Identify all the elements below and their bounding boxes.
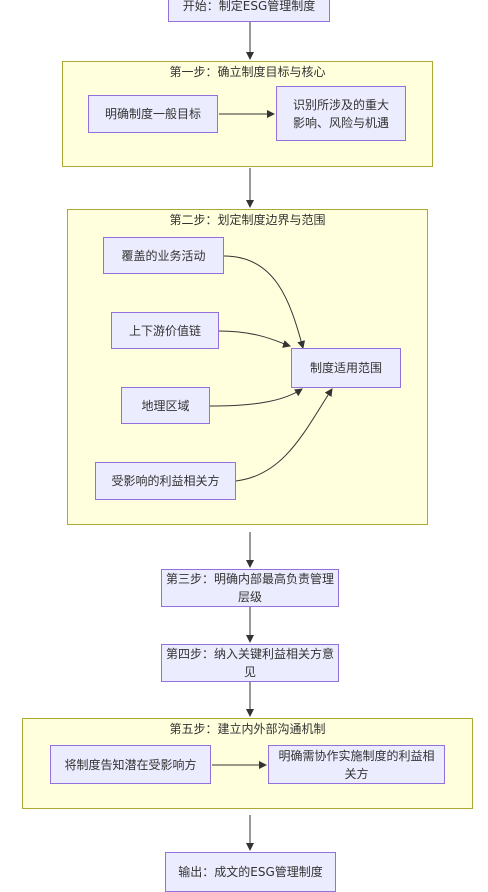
affected-stakeholders-node: 受影响的利益相关方 xyxy=(95,462,236,500)
step1-cluster-label: 第一步：确立制度目标与核心 xyxy=(169,65,326,79)
value-chain-node: 上下游价值链 xyxy=(111,312,219,349)
edge-business-scope xyxy=(223,255,306,349)
scope-node: 制度适用范围 xyxy=(291,348,401,388)
edge-chain-scope xyxy=(218,330,291,348)
step3-node: 第三步：明确内部最高负责管理层级 xyxy=(161,569,339,607)
step2-cluster-label: 第二步：划定制度边界与范围 xyxy=(169,213,326,227)
geographic-region-node: 地理区域 xyxy=(121,387,210,424)
output-node: 输出：成文的ESG管理制度 xyxy=(165,852,336,892)
define-goal-node: 明确制度一般目标 xyxy=(88,95,218,133)
identify-impacts-node: 识别所涉及的重大 影响、风险与机遇 xyxy=(276,86,406,141)
edge-stakeholders-scope xyxy=(235,388,333,482)
start-node: 开始：制定ESG管理制度 xyxy=(168,0,330,22)
inform-affected-node: 将制度告知潜在受影响方 xyxy=(50,745,211,784)
edge-region-scope xyxy=(209,388,303,407)
business-activities-node: 覆盖的业务活动 xyxy=(103,237,224,274)
step4-node: 第四步：纳入关键利益相关方意见 xyxy=(161,644,339,682)
step5-cluster-label: 第五步：建立内外部沟通机制 xyxy=(169,722,326,736)
clarify-stakeholders-node: 明确需协作实施制度的利益相关方 xyxy=(268,745,445,784)
